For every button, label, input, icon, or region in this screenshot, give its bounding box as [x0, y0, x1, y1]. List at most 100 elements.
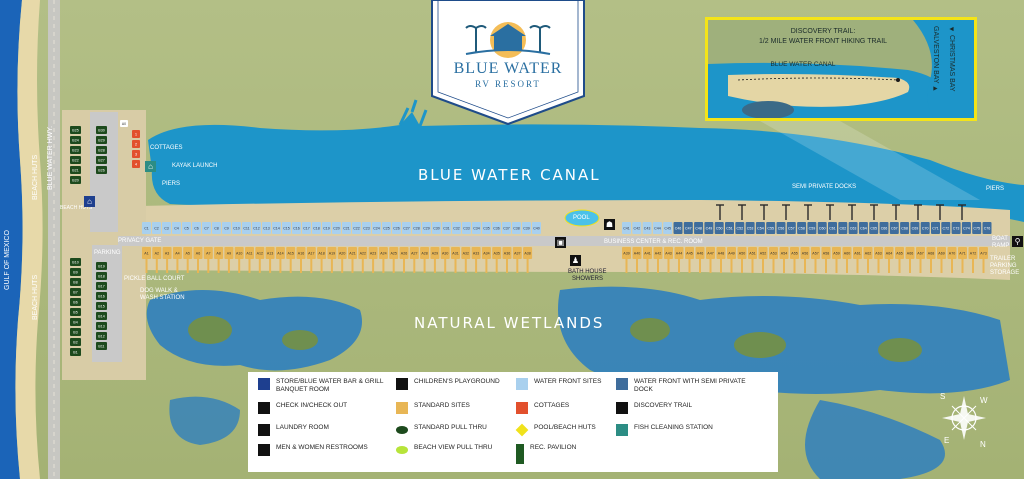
site-b12[interactable]: B12 [96, 332, 107, 340]
site-a27[interactable]: A27 [409, 247, 419, 259]
site-c62[interactable]: C62 [838, 222, 848, 234]
site-c18[interactable]: C18 [312, 222, 321, 234]
site-a42[interactable]: A42 [653, 247, 663, 259]
site-c34[interactable]: C34 [472, 222, 481, 234]
site-c54[interactable]: C54 [755, 222, 765, 234]
site-a57[interactable]: A57 [811, 247, 820, 259]
site-c59[interactable]: C59 [807, 222, 817, 234]
site-c24[interactable]: C24 [372, 222, 381, 234]
site-c45[interactable]: C45 [663, 222, 673, 234]
site-a40[interactable]: A40 [632, 247, 642, 259]
site-a25[interactable]: A25 [389, 247, 399, 259]
site-c26[interactable]: C26 [392, 222, 401, 234]
site-c57[interactable]: C57 [786, 222, 796, 234]
site-a16[interactable]: A16 [296, 247, 306, 259]
site-b2[interactable]: B2 [70, 338, 81, 346]
site-c37[interactable]: C37 [502, 222, 511, 234]
site-a66[interactable]: A66 [905, 247, 915, 259]
site-b5[interactable]: B5 [70, 308, 81, 316]
site-c42[interactable]: C42 [632, 222, 642, 234]
site-b6[interactable]: B6 [70, 298, 81, 306]
site-c49[interactable]: C49 [704, 222, 714, 234]
site-c69[interactable]: C69 [910, 222, 920, 234]
site-a17[interactable]: A17 [306, 247, 316, 259]
site-a21[interactable]: A21 [348, 247, 357, 259]
site-a1[interactable]: A1 [142, 247, 151, 259]
site-b21[interactable]: B21 [70, 166, 81, 174]
site-a13[interactable]: A13 [265, 247, 275, 259]
site-b28[interactable]: B28 [96, 146, 107, 154]
site-c22[interactable]: C22 [352, 222, 361, 234]
site-a23[interactable]: A23 [368, 247, 378, 259]
site-c19[interactable]: C19 [322, 222, 331, 234]
site-a33[interactable]: A33 [471, 247, 481, 259]
site-a62[interactable]: A62 [863, 247, 873, 259]
site-c68[interactable]: C68 [900, 222, 910, 234]
site-a68[interactable]: A68 [926, 247, 936, 259]
site-c29[interactable]: C29 [422, 222, 431, 234]
site-a2[interactable]: A2 [152, 247, 162, 259]
site-a44[interactable]: A44 [674, 247, 684, 259]
site-b22[interactable]: B22 [70, 156, 81, 164]
site-c63[interactable]: C63 [848, 222, 858, 234]
site-a20[interactable]: A20 [337, 247, 347, 259]
cottage-2[interactable]: 2 [132, 140, 140, 148]
site-c64[interactable]: C64 [858, 222, 868, 234]
site-c30[interactable]: C30 [432, 222, 441, 234]
site-c65[interactable]: C65 [869, 222, 879, 234]
site-c4[interactable]: C4 [172, 222, 181, 234]
site-c41[interactable]: C41 [622, 222, 631, 234]
site-a8[interactable]: A8 [214, 247, 224, 259]
site-c15[interactable]: C15 [282, 222, 291, 234]
site-a47[interactable]: A47 [706, 247, 715, 259]
site-a31[interactable]: A31 [451, 247, 460, 259]
site-a5[interactable]: A5 [183, 247, 193, 259]
site-a26[interactable]: A26 [399, 247, 409, 259]
site-a24[interactable]: A24 [378, 247, 388, 259]
site-c27[interactable]: C27 [402, 222, 411, 234]
site-c13[interactable]: C13 [262, 222, 271, 234]
site-b15[interactable]: B15 [96, 302, 107, 310]
site-a56[interactable]: A56 [800, 247, 810, 259]
site-a14[interactable]: A14 [275, 247, 285, 259]
site-c39[interactable]: C39 [522, 222, 531, 234]
site-c20[interactable]: C20 [332, 222, 341, 234]
site-c72[interactable]: C72 [941, 222, 951, 234]
site-c76[interactable]: C76 [982, 222, 992, 234]
site-a7[interactable]: A7 [203, 247, 213, 259]
cottage-4[interactable]: 4 [132, 160, 140, 168]
site-a45[interactable]: A45 [685, 247, 694, 259]
site-c75[interactable]: C75 [972, 222, 982, 234]
site-c2[interactable]: C2 [152, 222, 161, 234]
site-a10[interactable]: A10 [234, 247, 244, 259]
site-b20[interactable]: B20 [70, 176, 81, 184]
site-a36[interactable]: A36 [502, 247, 512, 259]
site-b8[interactable]: B8 [70, 278, 81, 286]
site-c50[interactable]: C50 [714, 222, 724, 234]
site-a54[interactable]: A54 [779, 247, 789, 259]
site-a65[interactable]: A65 [895, 247, 904, 259]
site-a53[interactable]: A53 [769, 247, 778, 259]
site-c58[interactable]: C58 [797, 222, 807, 234]
site-c66[interactable]: C66 [879, 222, 889, 234]
site-b11[interactable]: B11 [96, 342, 107, 350]
site-a18[interactable]: A18 [317, 247, 327, 259]
site-a38[interactable]: A38 [523, 247, 533, 259]
site-a43[interactable]: A43 [664, 247, 673, 259]
site-c51[interactable]: C51 [725, 222, 734, 234]
site-c38[interactable]: C38 [512, 222, 521, 234]
site-a4[interactable]: A4 [172, 247, 182, 259]
site-a28[interactable]: A28 [420, 247, 430, 259]
site-a59[interactable]: A59 [832, 247, 841, 259]
site-a37[interactable]: A37 [512, 247, 522, 259]
site-b9[interactable]: B9 [70, 268, 81, 276]
site-a0[interactable]: A0 [120, 120, 128, 127]
site-a12[interactable]: A12 [255, 247, 265, 259]
site-a64[interactable]: A64 [884, 247, 894, 259]
site-c25[interactable]: C25 [382, 222, 391, 234]
site-b23[interactable]: B23 [70, 146, 81, 154]
site-c60[interactable]: C60 [817, 222, 827, 234]
site-b13[interactable]: B13 [96, 322, 107, 330]
site-a61[interactable]: A61 [853, 247, 862, 259]
site-c10[interactable]: C10 [232, 222, 241, 234]
